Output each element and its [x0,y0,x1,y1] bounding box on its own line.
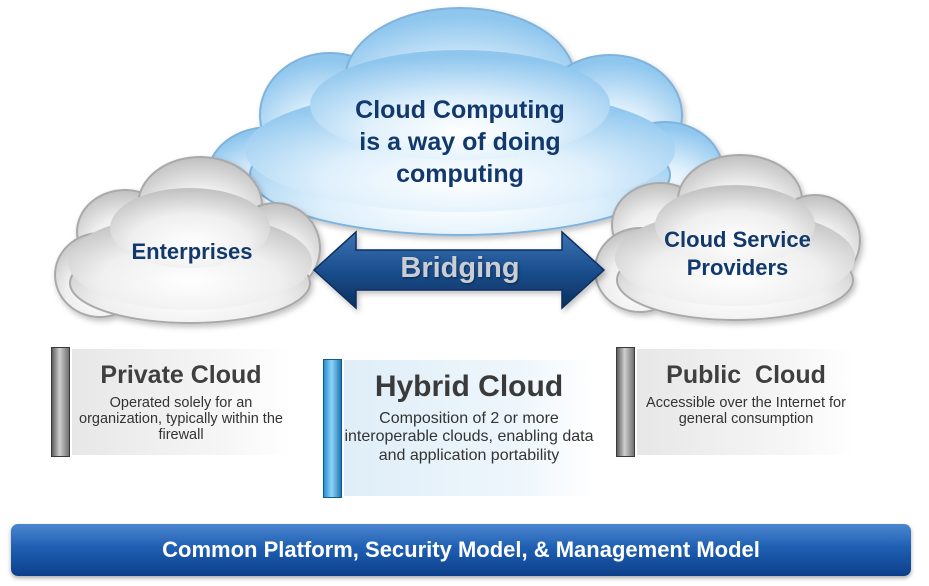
private-cloud-bar [51,347,70,457]
provider-line-2: Providers [686,255,789,281]
hybrid-cloud-bar [323,359,342,498]
public-cloud-title: Public Cloud [666,361,826,389]
bridging-label: Bridging [400,252,520,284]
cloud-service-providers-label: Cloud Service Providers [630,226,845,282]
enterprise-cloud-shape [54,156,321,324]
provider-line-1: Cloud Service [664,227,811,252]
common-platform-bar: Common Platform, Security Model, & Manag… [11,524,911,576]
private-cloud-title: Private Cloud [100,361,262,389]
provider-cloud-shape [594,154,861,321]
main-cloud-line-2: is a way of doing [359,128,561,156]
main-cloud-line-3: computing [396,160,524,188]
bridging-arrow [312,230,606,310]
hybrid-cloud-title: Hybrid Cloud [374,370,564,403]
main-cloud-line-1: Cloud Computing [355,96,565,124]
private-cloud-panel: Private Cloud Operated solely for an org… [72,349,290,455]
private-cloud-description: Operated solely for an organization, typ… [79,395,283,443]
hybrid-cloud-description: Composition of 2 or more interoperable c… [344,410,594,464]
public-cloud-panel: Public Cloud Accessible over the Interne… [637,349,855,455]
public-cloud-bar [616,347,635,457]
hybrid-cloud-panel: Hybrid Cloud Composition of 2 or more in… [344,360,594,496]
public-cloud-description: Accessible over the Internet for general… [646,395,846,427]
enterprises-label: Enterprises [131,239,253,264]
main-cloud-label: Cloud Computing is a way of doing comput… [300,94,620,190]
